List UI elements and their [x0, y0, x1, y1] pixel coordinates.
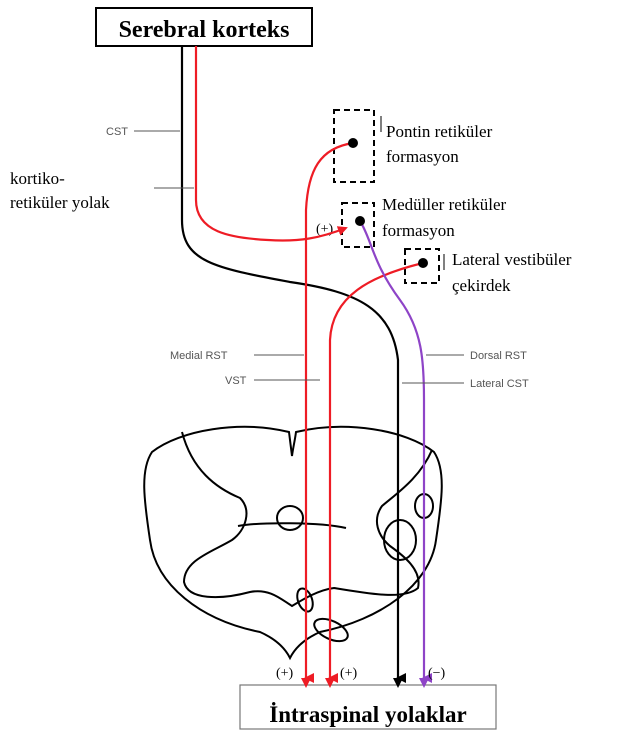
output-sign-plus-1: (+) [276, 666, 294, 681]
dorsal-rst-label: Dorsal RST [470, 350, 527, 362]
cortico-label-line1: kortiko- [10, 169, 65, 188]
vst-pathway [330, 263, 423, 678]
dorsal-rst-pathway [360, 221, 424, 678]
pontine-label-line1: Pontin retiküler [386, 122, 493, 141]
intraspinal-title: İntraspinal yolaklar [269, 702, 466, 727]
output-sign-minus: (−) [428, 666, 446, 681]
medial-rst-label: Medial RST [170, 350, 228, 362]
medullary-label-line2: formasyon [382, 221, 455, 240]
output-sign-plus-2: (+) [340, 666, 358, 681]
pontine-label-line2: formasyon [386, 147, 459, 166]
cortex-title: Serebral korteks [119, 17, 290, 43]
vestibular-label-line1: Lateral vestibüler [452, 250, 572, 269]
medullary-nucleus-dot [355, 216, 365, 226]
pontine-nucleus-dot [348, 138, 358, 148]
cst-pathway [182, 46, 398, 678]
medullary-label-line1: Medüller retiküler [382, 195, 506, 214]
cst-label: CST [106, 126, 128, 138]
central-canal [277, 506, 303, 530]
cortico-reticular-pathway [196, 46, 346, 241]
vestibular-nucleus-dot [418, 258, 428, 268]
vst-label: VST [225, 375, 247, 387]
cortico-label-line2: retiküler yolak [10, 193, 110, 212]
lateral-cst-label: Lateral CST [470, 378, 529, 390]
vestibular-label-line2: çekirdek [452, 276, 511, 295]
